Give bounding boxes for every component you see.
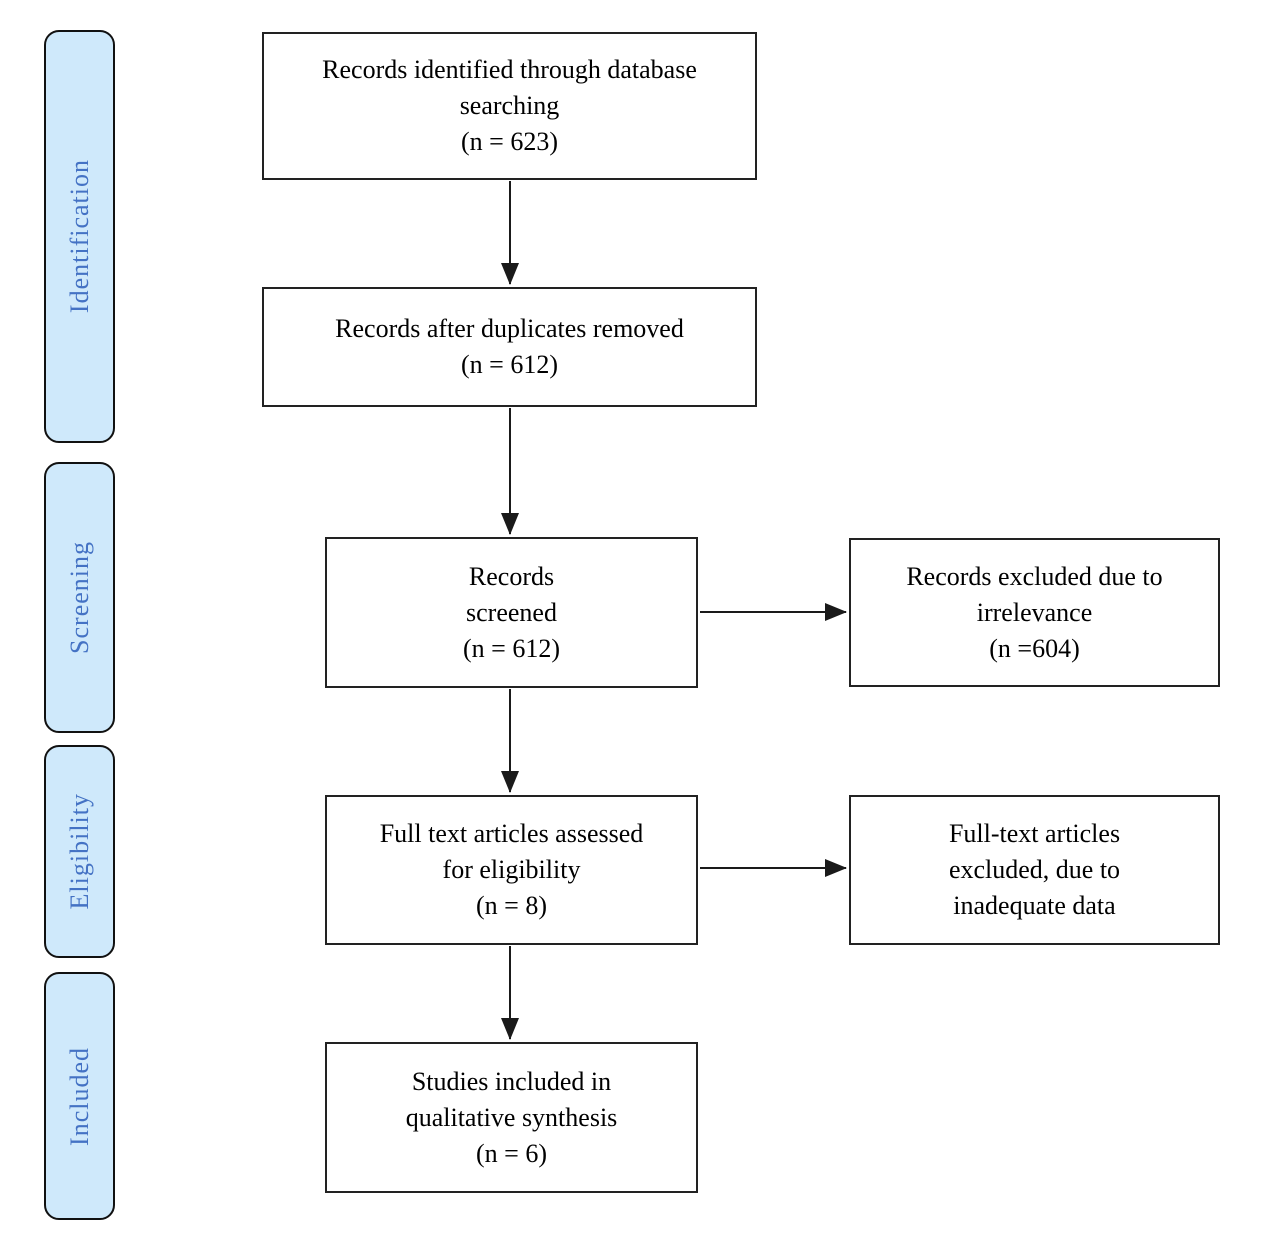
node-text: Full text articles assessed for eligibil…: [379, 819, 644, 920]
node-text: Records after duplicates removed (n = 61…: [335, 314, 684, 379]
node-records-excluded-irrelevance: Records excluded due to irrelevance (n =…: [849, 538, 1220, 687]
stage-label-included: Included: [44, 972, 115, 1220]
node-duplicates-removed: Records after duplicates removed (n = 61…: [262, 287, 757, 407]
stage-label-text: Included: [64, 1046, 94, 1146]
node-text: Records identified through database sear…: [322, 55, 697, 156]
stage-label-text: Eligibility: [64, 793, 94, 910]
node-text: Studies included in qualitative synthesi…: [405, 1066, 618, 1168]
node-text: Records excluded due to irrelevance (n =…: [906, 561, 1163, 663]
node-text: Full-text articles excluded, due to inad…: [948, 819, 1121, 920]
node-fulltext-excluded: Full-text articles excluded, due to inad…: [849, 795, 1220, 945]
stage-label-identification: Identification: [44, 30, 115, 443]
node-qualitative-synthesis: Studies included in qualitative synthesi…: [325, 1042, 698, 1193]
stage-label-text: Screening: [64, 541, 94, 654]
stage-label-text: Identification: [64, 159, 94, 314]
node-records-identified: Records identified through database sear…: [262, 32, 757, 180]
stage-label-screening: Screening: [44, 462, 115, 733]
node-records-screened: Records screened (n = 612): [325, 537, 698, 688]
stage-label-eligibility: Eligibility: [44, 745, 115, 958]
node-text: Records screened (n = 612): [463, 561, 560, 663]
node-fulltext-assessed: Full text articles assessed for eligibil…: [325, 795, 698, 945]
